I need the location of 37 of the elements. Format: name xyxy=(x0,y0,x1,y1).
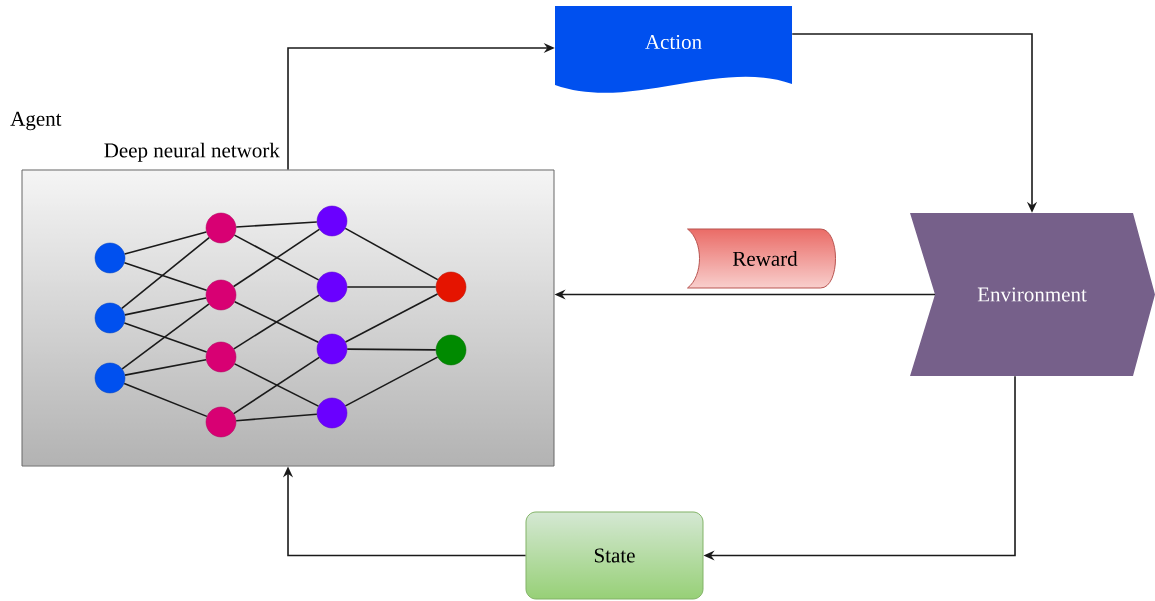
connection-line xyxy=(232,356,321,415)
connection-line xyxy=(124,297,207,316)
neuron-circle xyxy=(316,271,348,303)
connection-line xyxy=(123,382,208,418)
connection-line xyxy=(124,359,207,376)
network-panel: Deep neural network xyxy=(21,142,555,467)
neuron-circle xyxy=(316,205,348,237)
neuron-circle xyxy=(316,333,348,365)
neuron-circle xyxy=(205,406,237,438)
neuron-circle xyxy=(316,397,348,429)
connection-line xyxy=(121,303,210,370)
connection-line xyxy=(344,356,439,407)
connection-line xyxy=(123,262,208,291)
connection-line xyxy=(232,228,321,288)
neuron-circle xyxy=(205,279,237,311)
neuron-circle xyxy=(94,302,126,334)
neuron-circle xyxy=(205,212,237,244)
connection-line xyxy=(123,231,208,255)
agent-label: Agent xyxy=(10,111,62,131)
neuron-circle xyxy=(94,242,126,274)
connection-line xyxy=(346,286,437,288)
connection-line xyxy=(344,227,439,281)
connection-line xyxy=(233,363,320,407)
neuron-circle xyxy=(435,271,467,303)
connection-line xyxy=(235,221,318,228)
connection-line xyxy=(235,413,318,422)
connection-line xyxy=(123,322,208,353)
rounded-box: State xyxy=(525,511,704,600)
neuron-circle xyxy=(94,362,126,394)
connection-line xyxy=(233,294,320,350)
neuron-circle xyxy=(435,334,467,366)
connection-line xyxy=(346,348,437,351)
neuron-circle xyxy=(205,341,237,373)
connection-line xyxy=(233,300,320,344)
connection-line xyxy=(344,293,439,343)
connection-line xyxy=(233,234,320,281)
connection-line xyxy=(121,236,210,310)
